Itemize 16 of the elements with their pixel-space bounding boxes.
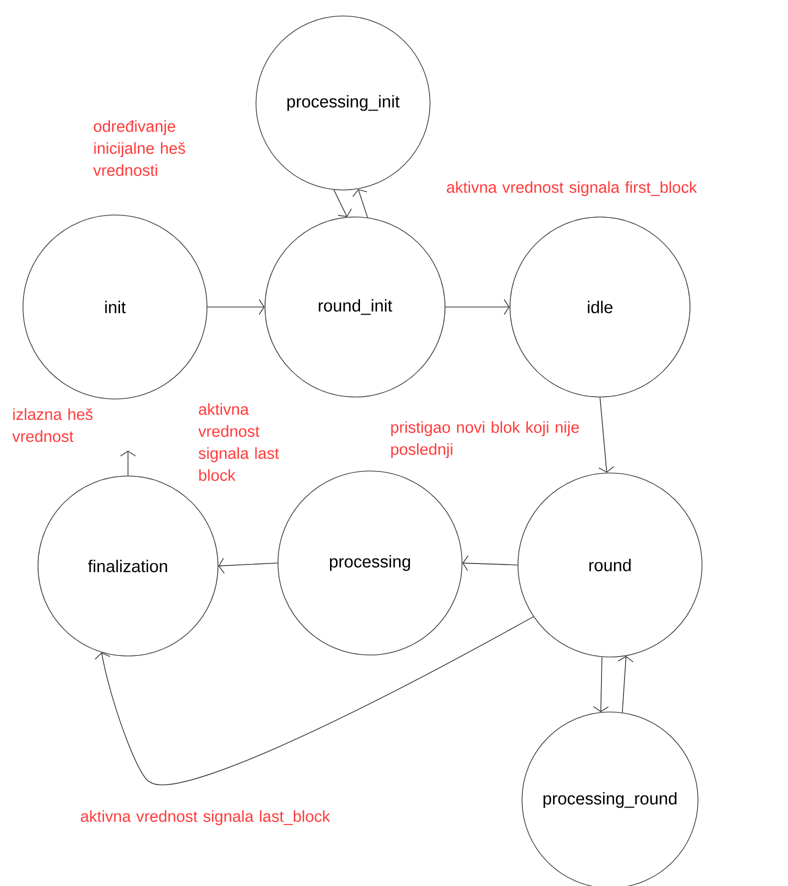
arrow — [120, 450, 136, 476]
arrow — [352, 189, 368, 218]
curved-arrow — [94, 616, 534, 786]
arrow — [207, 299, 265, 315]
arrow — [333, 190, 352, 217]
arrow — [598, 397, 614, 473]
note-text: aktivna vrednost signala last_block — [80, 810, 330, 826]
arrow — [592, 656, 609, 712]
arrow — [462, 555, 518, 572]
note-text: aktivna vrednost signala first_block — [446, 181, 697, 196]
arrow — [218, 558, 278, 574]
note-text: pristigao novi blok koji nije poslednji — [391, 421, 579, 458]
arrow — [618, 656, 634, 713]
arrow — [445, 299, 510, 315]
note-text: određivanje inicijalne heš vrednosti — [93, 120, 186, 176]
note-text: izlazna heš vrednost — [12, 408, 93, 442]
